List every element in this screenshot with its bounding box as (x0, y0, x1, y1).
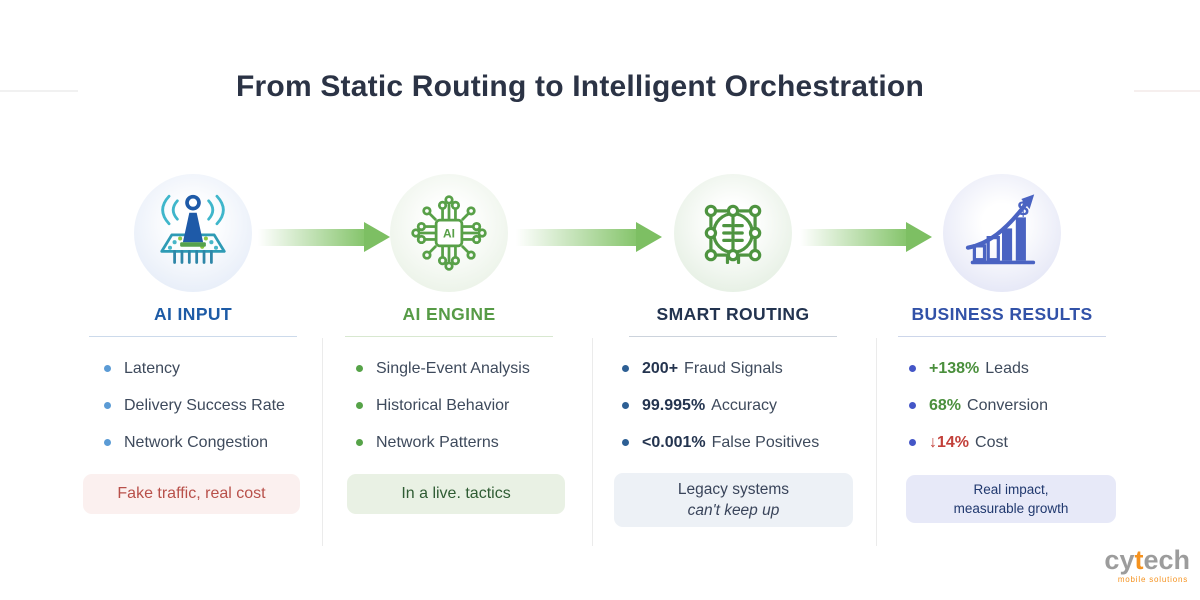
bullet-dot-icon (622, 365, 629, 372)
icon-circle (134, 174, 252, 292)
arrow-right-icon (516, 229, 638, 246)
callout-legacy-systems: Legacy systems can't keep up (614, 473, 853, 527)
item-label: Latency (124, 359, 181, 377)
arrow-right-icon (906, 222, 932, 252)
column-heading: AI ENGINE (402, 304, 496, 324)
column-business-results: $ BUSINESS RESULTS +138% Leads 68% Convers… (872, 174, 1132, 580)
ai-chip-circuit-icon: AI (411, 195, 487, 271)
item-label: Historical Behavior (376, 396, 510, 414)
callout-fake-traffic: Fake traffic, real cost (83, 474, 300, 514)
bullet-dot-icon (622, 439, 629, 446)
bullet-dot-icon (909, 439, 916, 446)
item-value: <0.001% (642, 433, 706, 451)
callout-text-line1: Legacy systems (677, 481, 790, 498)
callout-text: In a live. tactics (401, 485, 511, 502)
item-value: 99.995% (642, 396, 706, 414)
arrow-right-icon (364, 222, 390, 252)
item-value: 200+ (642, 359, 679, 377)
page-title: From Static Routing to Intelligent Orche… (236, 70, 924, 103)
callout-text-line1: Real impact, (973, 482, 1049, 497)
list-item: Latency (104, 350, 323, 387)
list-item: Single-Event Analysis (356, 350, 579, 387)
item-label: Network Patterns (376, 433, 499, 451)
list-item: 200+ Fraud Signals (622, 350, 863, 387)
item-label: Delivery Success Rate (124, 396, 285, 414)
antenna-broadcast-chip-icon (160, 194, 226, 264)
svg-text:AI: AI (443, 227, 455, 241)
list-item: <0.001% False Positives (622, 424, 863, 461)
callout-live-tactics: In a live. tactics (347, 474, 565, 514)
bullet-dot-icon (356, 402, 363, 409)
cytech-logo: cytech mobile solutions (1104, 547, 1190, 584)
callout-real-impact: Real impact, measurable growth (906, 475, 1116, 523)
column-divider (592, 338, 593, 546)
icon-circle: AI (390, 174, 508, 292)
list-item: 99.995% Accuracy (622, 387, 863, 424)
column-heading: BUSINESS RESULTS (911, 304, 1093, 324)
arrow-right-icon (800, 229, 908, 246)
item-label: False Positives (711, 433, 820, 451)
icon-circle: $ (943, 174, 1061, 292)
heading-underline (345, 336, 553, 337)
list-item: Network Patterns (356, 424, 579, 461)
column-divider (876, 338, 877, 546)
column-heading: AI INPUT (153, 304, 233, 324)
logo-t-mark: t (1134, 545, 1144, 575)
list-item: Network Congestion (104, 424, 323, 461)
heading-underline (898, 336, 1106, 337)
list-item: +138% Leads (909, 350, 1132, 387)
item-label: Leads (985, 359, 1029, 377)
feature-list: Latency Delivery Success Rate Network Co… (63, 350, 323, 461)
bullet-dot-icon (104, 402, 111, 409)
feature-list: 200+ Fraud Signals 99.995% Accuracy <0.001… (603, 350, 863, 461)
bullet-dot-icon (622, 402, 629, 409)
bullet-dot-icon (356, 439, 363, 446)
brain-network-icon (704, 204, 762, 265)
column-ai-engine: AI AI ENGINE Single-Event Analysis Histo… (319, 174, 579, 580)
logo-brand: cytech (1104, 545, 1190, 575)
icon-circle (674, 174, 792, 292)
feature-list: +138% Leads 68% Conversion ↓14% Cost (872, 350, 1132, 461)
item-value: ↓14% (929, 433, 970, 451)
column-ai-input: AI INPUT Latency Delivery Success Rate N… (63, 174, 323, 580)
item-label: Network Congestion (124, 433, 269, 451)
title-flank-line-right (1134, 90, 1200, 92)
item-label: Cost (975, 433, 1008, 451)
list-item: Historical Behavior (356, 387, 579, 424)
item-label: Conversion (967, 396, 1048, 414)
growth-chart-dollar-icon: $ (965, 194, 1036, 265)
column-smart-routing: SMART ROUTING 200+ Fraud Signals 99.995% A… (603, 174, 863, 580)
heading-underline (629, 336, 837, 337)
item-value: +138% (929, 359, 980, 377)
arrow-right-icon (636, 222, 662, 252)
feature-list: Single-Event Analysis Historical Behavio… (319, 350, 579, 461)
column-divider (322, 338, 323, 546)
column-heading: SMART ROUTING (656, 304, 810, 324)
bullet-dot-icon (909, 365, 916, 372)
bullet-dot-icon (356, 365, 363, 372)
list-item: 68% Conversion (909, 387, 1132, 424)
bullet-dot-icon (909, 402, 916, 409)
arrow-right-icon (258, 229, 366, 246)
heading-underline (89, 336, 297, 337)
item-label: Accuracy (711, 396, 777, 414)
callout-text-line2: can't keep up (687, 502, 780, 519)
list-item: Delivery Success Rate (104, 387, 323, 424)
logo-tagline: mobile solutions (1117, 575, 1188, 584)
list-item: ↓14% Cost (909, 424, 1132, 461)
bullet-dot-icon (104, 439, 111, 446)
callout-text-line2: measurable growth (953, 501, 1069, 516)
callout-text: Fake traffic, real cost (117, 485, 266, 502)
item-label: Single-Event Analysis (376, 359, 530, 377)
item-value: 68% (929, 396, 962, 414)
svg-text:$: $ (1018, 199, 1029, 221)
bullet-dot-icon (104, 365, 111, 372)
title-flank-line-left (0, 90, 78, 92)
item-label: Fraud Signals (684, 359, 783, 377)
